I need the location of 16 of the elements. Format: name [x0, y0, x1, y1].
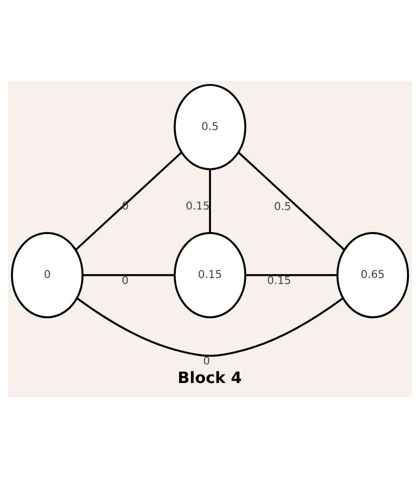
- edge-label: 0.15: [186, 199, 210, 212]
- edge-label: 0.15: [267, 273, 292, 286]
- connector: [245, 274, 338, 276]
- connector: [209, 168, 211, 232]
- node-ellipse: 0.65: [336, 231, 410, 318]
- connector: [76, 297, 344, 356]
- node-ellipse: 0: [10, 231, 84, 318]
- node-ellipse: 0.5: [174, 83, 246, 170]
- caption: Block 4: [178, 368, 242, 387]
- node-ellipse: 0.15: [174, 231, 246, 318]
- connector: [75, 151, 182, 250]
- edge-label: 0: [122, 273, 129, 286]
- edge-label: 0.5: [274, 199, 292, 212]
- connector: [82, 274, 175, 276]
- edge-label: 0: [203, 354, 210, 367]
- connector: [238, 151, 345, 250]
